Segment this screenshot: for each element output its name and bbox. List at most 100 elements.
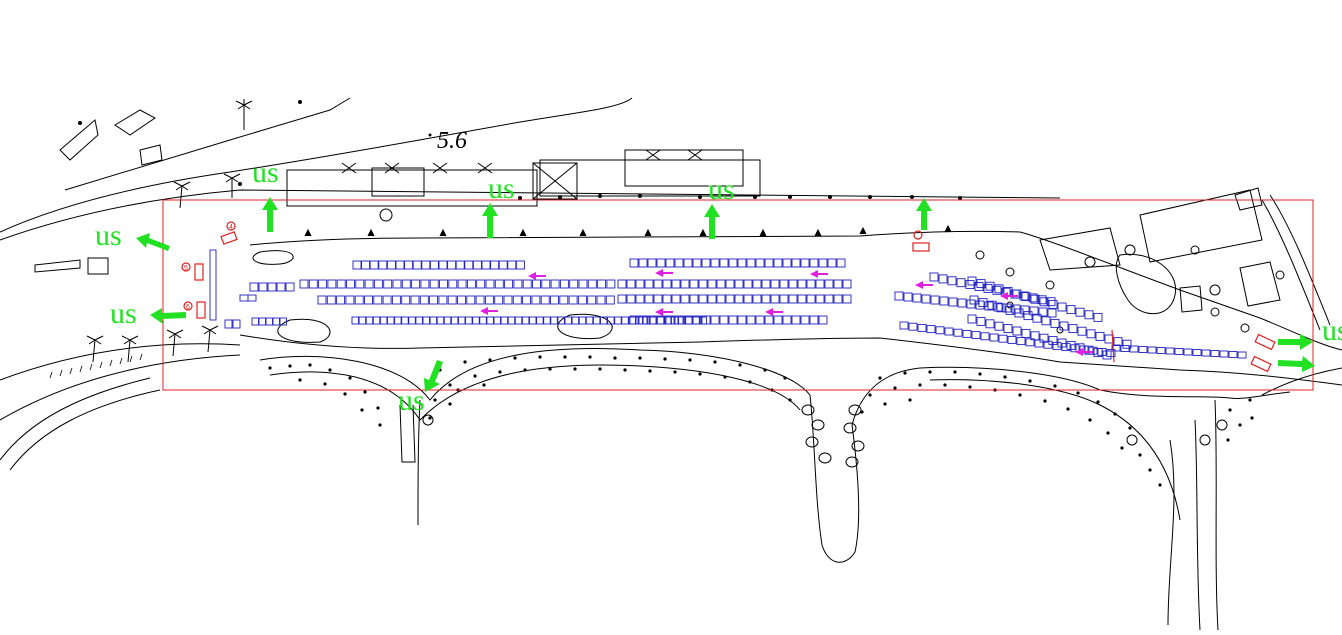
market-stall bbox=[993, 302, 1003, 312]
market-stall bbox=[761, 279, 771, 289]
market-stall bbox=[644, 294, 654, 304]
market-stall bbox=[974, 282, 984, 291]
market-stall bbox=[522, 279, 532, 289]
market-stall bbox=[465, 316, 473, 325]
market-stall bbox=[249, 282, 259, 292]
market-stall bbox=[1047, 308, 1057, 318]
market-stall bbox=[419, 295, 429, 305]
pier-building bbox=[34, 259, 81, 273]
market-stall bbox=[894, 291, 904, 301]
market-stall bbox=[326, 295, 336, 305]
market-stall bbox=[680, 294, 690, 304]
market-stall bbox=[464, 260, 474, 270]
groyne-3d bbox=[1229, 391, 1291, 399]
market-stall bbox=[587, 279, 597, 289]
market-stall bbox=[978, 298, 988, 308]
flow-arrow bbox=[655, 308, 673, 316]
market-stall bbox=[1048, 336, 1058, 346]
market-stall bbox=[515, 260, 525, 270]
market-stall bbox=[1210, 350, 1220, 357]
market-stall bbox=[994, 284, 1004, 294]
market-stall bbox=[447, 260, 457, 270]
market-stall bbox=[899, 321, 909, 330]
market-stall bbox=[1012, 326, 1022, 336]
market-stall bbox=[447, 295, 457, 305]
market-stall bbox=[948, 297, 958, 307]
market-stall bbox=[1174, 348, 1184, 355]
market-stall bbox=[833, 294, 843, 304]
sand-hatch bbox=[49, 353, 143, 379]
market-stall bbox=[737, 258, 747, 268]
flow-arrow bbox=[915, 281, 933, 289]
market-stall bbox=[962, 329, 972, 338]
market-stall bbox=[490, 260, 500, 270]
market-stall bbox=[761, 294, 771, 304]
market-stall bbox=[617, 294, 627, 304]
market-stall bbox=[345, 295, 355, 305]
market-stall bbox=[1030, 294, 1040, 304]
marker-circle bbox=[226, 221, 236, 231]
stairs-block bbox=[139, 144, 163, 166]
market-stall bbox=[386, 260, 396, 270]
palm-tree bbox=[166, 329, 184, 357]
market-stall bbox=[930, 295, 940, 305]
market-stall bbox=[365, 316, 374, 325]
market-stall bbox=[1025, 338, 1035, 347]
market-stall bbox=[1048, 299, 1058, 309]
market-stall bbox=[404, 260, 414, 270]
sea-wall-left-2 bbox=[9, 389, 161, 471]
bay-curve-2 bbox=[919, 366, 1231, 399]
palm-tree bbox=[173, 181, 191, 209]
market-stall bbox=[1039, 297, 1049, 307]
beach-dots-right bbox=[860, 370, 1254, 487]
exit-label-3: us bbox=[708, 173, 735, 206]
market-stall bbox=[921, 294, 931, 304]
market-stall bbox=[994, 321, 1004, 331]
market-stall bbox=[842, 294, 852, 304]
flow-arrows bbox=[480, 269, 1093, 356]
palm-tree bbox=[86, 335, 104, 363]
coastline-left bbox=[0, 343, 241, 381]
market-stall bbox=[1021, 328, 1031, 338]
market-stall bbox=[779, 294, 789, 304]
market-stall bbox=[685, 316, 693, 325]
building-box-2 bbox=[532, 162, 578, 200]
market-stall bbox=[791, 258, 801, 268]
groyne-3b bbox=[1194, 419, 1201, 631]
market-stall bbox=[439, 279, 448, 289]
palm-tree bbox=[121, 335, 139, 363]
market-stall bbox=[493, 316, 501, 325]
market-stall bbox=[577, 295, 587, 305]
bay-curve-1 bbox=[259, 347, 811, 401]
market-stall bbox=[967, 276, 977, 286]
market-stall bbox=[299, 279, 309, 289]
market-stall bbox=[734, 294, 744, 304]
market-stall bbox=[755, 258, 765, 268]
market-stall bbox=[824, 294, 834, 304]
market-stall bbox=[1156, 347, 1166, 354]
market-stall bbox=[770, 294, 780, 304]
market-stall bbox=[1066, 340, 1076, 350]
market-stall bbox=[457, 295, 466, 305]
market-stall bbox=[671, 279, 681, 289]
market-stall bbox=[779, 279, 789, 289]
marker-number-5: 5 bbox=[184, 265, 188, 272]
exit-label-2: us bbox=[488, 172, 515, 205]
market-stall bbox=[827, 258, 837, 268]
market-stall bbox=[782, 258, 792, 268]
flow-arrow bbox=[480, 307, 498, 315]
market-stall bbox=[1066, 305, 1076, 315]
planter-1 bbox=[277, 318, 331, 343]
market-stall bbox=[564, 316, 572, 325]
marker-circle bbox=[183, 301, 193, 311]
market-stall bbox=[455, 260, 465, 270]
market-stall bbox=[1122, 339, 1132, 349]
building-strip-2 bbox=[539, 159, 761, 197]
market-stall bbox=[683, 315, 693, 325]
market-stall bbox=[998, 334, 1008, 343]
market-stall bbox=[617, 279, 627, 289]
market-stall bbox=[1057, 338, 1067, 348]
market-stall bbox=[1086, 329, 1096, 339]
market-stall bbox=[438, 260, 448, 270]
market-stall bbox=[1095, 331, 1105, 341]
